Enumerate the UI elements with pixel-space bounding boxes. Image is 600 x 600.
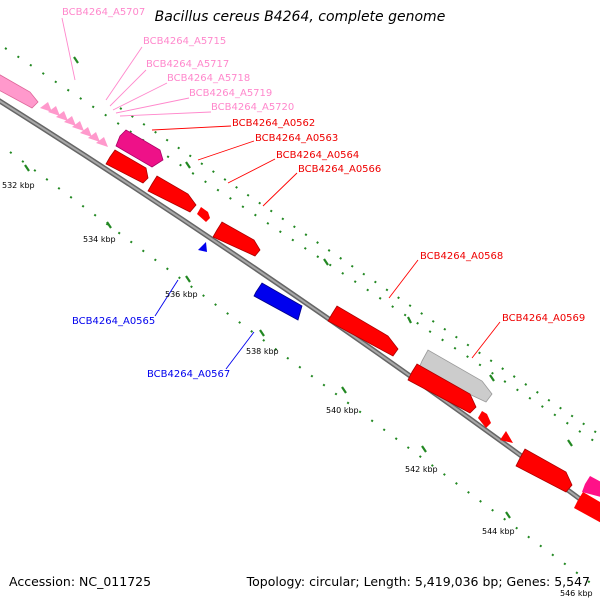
gene-A0563[interactable] bbox=[105, 149, 149, 184]
label-A0568: BCB4264_A0568 bbox=[420, 251, 503, 262]
blue-leaders bbox=[154, 279, 255, 370]
label-A0567: BCB4264_A0567 bbox=[147, 369, 230, 380]
label-A5707: BCB4264_A5707 bbox=[62, 7, 145, 18]
label-A5719: BCB4264_A5719 bbox=[189, 88, 272, 99]
kbp-label-546: 546 kbp bbox=[560, 589, 593, 598]
label-A0566: BCB4264_A0566 bbox=[298, 164, 381, 175]
gene-A0566[interactable] bbox=[212, 221, 261, 257]
label-A5720: BCB4264_A5720 bbox=[211, 102, 294, 113]
label-A5718: BCB4264_A5718 bbox=[167, 73, 250, 84]
gene-small-red-2[interactable] bbox=[478, 411, 491, 428]
outer-dot-track bbox=[4, 47, 600, 446]
label-A0564: BCB4264_A0564 bbox=[276, 150, 359, 161]
kbp-label-532: 532 kbp bbox=[2, 181, 35, 190]
gene-A0565[interactable] bbox=[198, 242, 207, 252]
kbp-label-544: 544 kbp bbox=[482, 527, 515, 536]
kbp-label-542: 542 kbp bbox=[405, 465, 438, 474]
gene-A0567[interactable] bbox=[253, 282, 303, 321]
kbp-label-540: 540 kbp bbox=[326, 406, 359, 415]
pink-gene-block bbox=[0, 74, 108, 147]
map-title: Bacillus cereus B4264, complete genome bbox=[154, 9, 446, 25]
kbp-label-536: 536 kbp bbox=[165, 290, 198, 299]
gene-A0569[interactable] bbox=[407, 363, 477, 414]
gene-small-red-3[interactable] bbox=[500, 431, 513, 443]
kbp-label-538: 538 kbp bbox=[246, 347, 279, 356]
label-A0562: BCB4264_A0562 bbox=[232, 118, 315, 129]
gene-pink-right[interactable] bbox=[582, 476, 600, 498]
gene-small-red-1[interactable] bbox=[197, 207, 210, 222]
gene-A0562[interactable] bbox=[115, 129, 164, 168]
gene-A0564[interactable] bbox=[147, 175, 197, 213]
major-ticks bbox=[24, 56, 573, 519]
outer-dot-track-2 bbox=[119, 107, 600, 436]
inner-dot-track bbox=[9, 151, 600, 591]
label-A5717: BCB4264_A5717 bbox=[146, 59, 229, 70]
gene-A0568[interactable] bbox=[327, 305, 399, 357]
gene-red-right[interactable] bbox=[515, 448, 573, 493]
accession-text: Accession: NC_011725 bbox=[9, 574, 152, 589]
genome-summary: Topology: circular; Length: 5,419,036 bp… bbox=[246, 574, 590, 589]
label-A0569: BCB4264_A0569 bbox=[502, 313, 585, 324]
label-A0563: BCB4264_A0563 bbox=[255, 133, 338, 144]
red-leaders bbox=[151, 125, 501, 359]
label-A0565: BCB4264_A0565 bbox=[72, 316, 155, 327]
kbp-label-534: 534 kbp bbox=[83, 235, 116, 244]
pink-leaders bbox=[61, 17, 212, 117]
label-A5715: BCB4264_A5715 bbox=[143, 36, 226, 47]
gene-red-right-2[interactable] bbox=[574, 492, 600, 525]
